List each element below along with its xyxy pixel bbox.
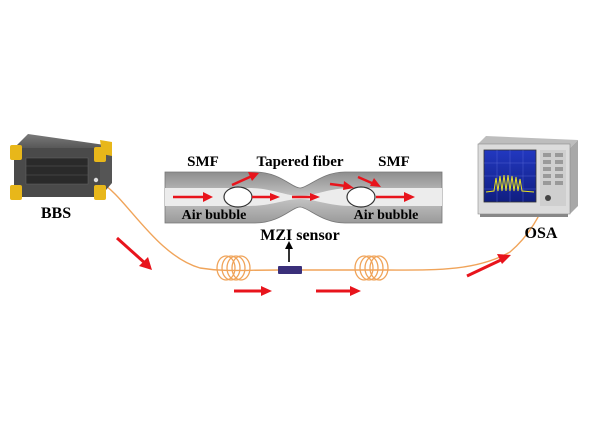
bbs-bumper-br: [94, 185, 106, 200]
signal-arrow-1: [115, 236, 152, 270]
label-bubble-left: Air bubble: [182, 208, 247, 223]
label-source: BBS: [41, 205, 71, 222]
sensor-pointer-arrow: [285, 241, 293, 262]
osa-spectrum-trace: [485, 174, 535, 193]
signal-arrow-2: [234, 286, 272, 296]
label-smf-left: SMF: [187, 154, 219, 170]
bbs-bumper-tl: [10, 145, 22, 160]
osa-input-port: [545, 195, 551, 201]
osa-side-panel: [570, 140, 578, 214]
fiber-coil-left: [216, 255, 251, 281]
signal-arrow-4: [466, 254, 511, 278]
osa-buttons: [543, 153, 563, 185]
label-taper: Tapered fiber: [256, 154, 343, 170]
label-smf-right: SMF: [378, 154, 410, 170]
air-bubble-right-shape: [346, 186, 376, 208]
label-sensor: MZI sensor: [260, 227, 340, 244]
bbs-output-port: [93, 177, 99, 183]
air-bubble-left-shape: [223, 186, 253, 208]
label-analyzer: OSA: [525, 225, 558, 242]
sensor-light-arrows: [173, 172, 415, 202]
label-bubble-right: Air bubble: [354, 208, 419, 223]
bbs-device: [10, 134, 112, 200]
osa-base: [480, 214, 568, 217]
fiber-segment-left: [99, 181, 281, 272]
bbs-bumper-bl: [10, 185, 22, 200]
fiber-coil-right: [354, 255, 389, 281]
bbs-display-grille: [25, 157, 89, 185]
mzi-schematic: [164, 171, 443, 224]
bbs-bumper-top-right: [100, 140, 112, 156]
signal-arrows: [115, 236, 511, 296]
osa-device: [477, 136, 578, 217]
signal-arrow-3: [316, 286, 361, 296]
sensor-chip: [278, 266, 302, 274]
